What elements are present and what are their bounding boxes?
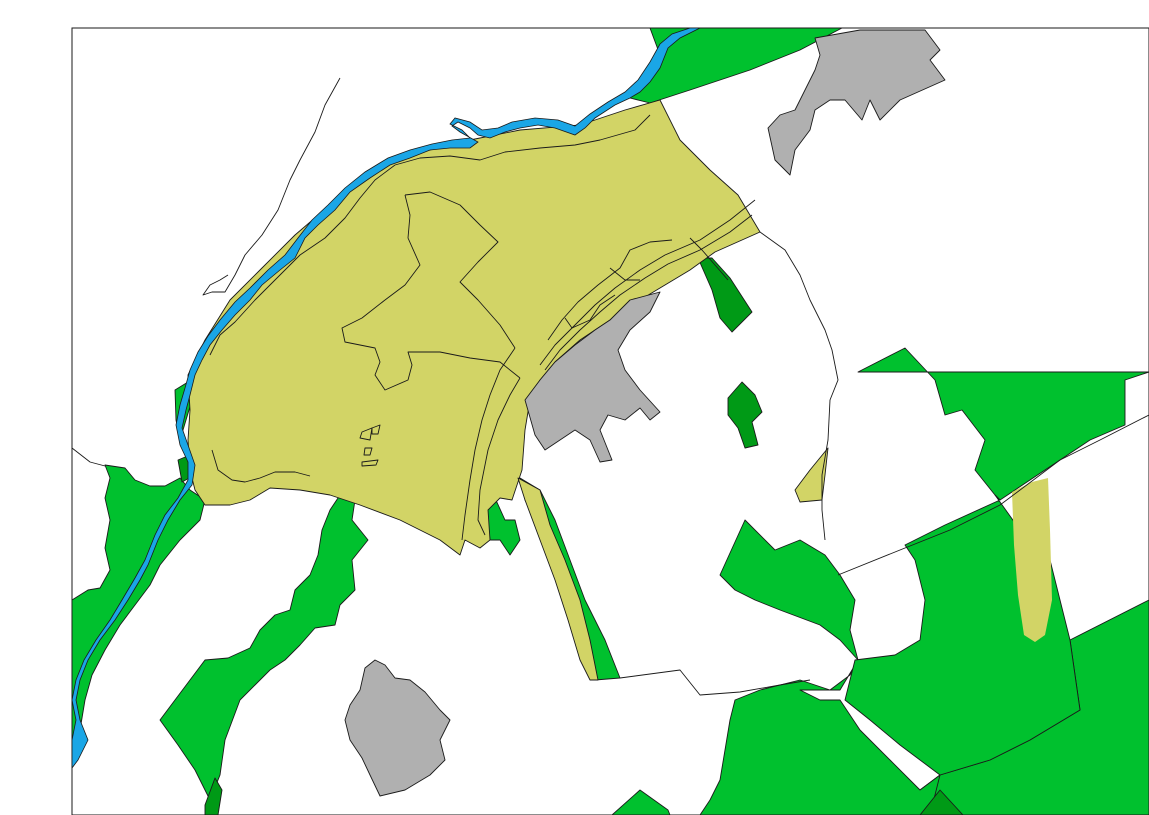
boundary-line [609, 267, 640, 281]
boundary-line [619, 669, 811, 696]
boundary-line [404, 191, 516, 349]
boundary-line [564, 294, 616, 329]
forest-area[interactable] [71, 464, 206, 761]
forest-dark-area[interactable] [727, 381, 763, 449]
boundary-line [371, 424, 381, 435]
boundary-line [359, 427, 373, 441]
boundary-line [361, 459, 379, 467]
forest-dark-area[interactable] [204, 777, 223, 815]
boundary-line [341, 194, 521, 391]
boundary-line [689, 237, 729, 281]
urban-area[interactable] [344, 659, 451, 797]
olive-zone[interactable] [1012, 478, 1052, 642]
boundary-line [209, 164, 396, 356]
boundary-line [461, 347, 516, 541]
boundary-line [71, 447, 106, 467]
boundary-line [539, 199, 756, 366]
river[interactable] [71, 27, 701, 770]
boundary-line [211, 449, 311, 483]
urban-area-layer [344, 29, 946, 797]
urban-area[interactable] [767, 29, 946, 176]
boundary-line [394, 114, 651, 166]
boundary-line [547, 239, 673, 341]
forest-area[interactable] [159, 494, 369, 801]
boundary-line [202, 77, 341, 296]
urban-area[interactable] [524, 291, 661, 463]
forest-dark-layer [177, 257, 964, 815]
forest-dark-area[interactable] [697, 257, 753, 333]
olive-zone[interactable] [794, 447, 829, 503]
boundary-line [837, 414, 1149, 576]
boundary-line [544, 214, 753, 371]
boundary-line [759, 231, 839, 541]
olive-zone[interactable] [517, 477, 599, 681]
forest-layer [71, 27, 1149, 815]
forest-area[interactable] [611, 789, 671, 815]
river-layer [71, 27, 701, 770]
forest-area[interactable] [485, 497, 521, 556]
forest-dark-area[interactable] [919, 789, 964, 815]
boundary-lines [71, 77, 1149, 696]
boundary-line [477, 377, 521, 536]
forest-area[interactable] [699, 519, 941, 815]
boundary-line [363, 447, 373, 456]
